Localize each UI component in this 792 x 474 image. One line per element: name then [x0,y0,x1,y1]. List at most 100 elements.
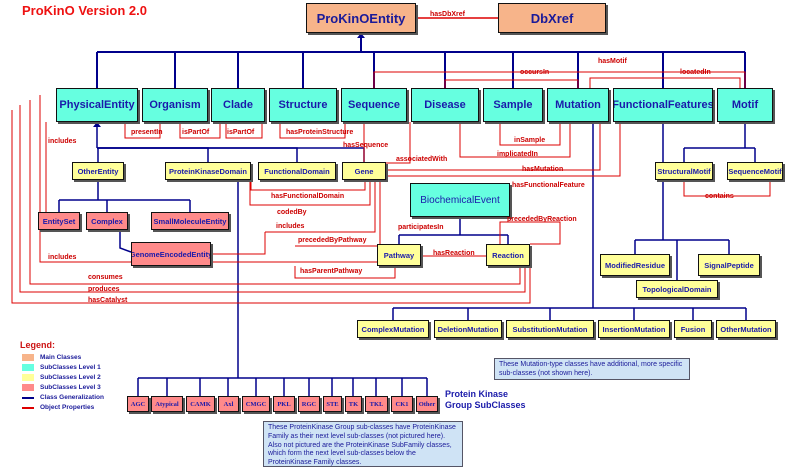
legend-object-property-line [22,406,34,409]
legend-generalization-line [22,396,34,399]
op-catalyst [11,110,531,304]
op-includes2 [265,180,376,233]
pk-group-atypical[interactable]: Atypical [151,396,183,412]
node-fusion[interactable]: Fusion [674,320,712,338]
node-deletion-mutation[interactable]: DeletionMutation [434,320,502,338]
pk-group-camk[interactable]: CAMK [186,396,215,412]
legend-generalization-text: Class Generalization [40,394,104,401]
op-assoc [386,122,411,164]
legend-generalization: Class Generalization [22,393,104,402]
node-motif[interactable]: Motif [717,88,773,122]
gen-arrow-root [357,33,365,38]
node-structure[interactable]: Structure [269,88,337,122]
legend-l1-swatch [22,364,34,371]
edge-label-implicated-in: implicatedIn [497,151,538,158]
pe-gene [97,147,365,162]
op-implicated [459,122,571,158]
node-disease[interactable]: Disease [411,88,479,122]
node-complex[interactable]: Complex [86,212,128,230]
pk-group-ste[interactable]: STE [323,396,342,412]
pk-group-axl[interactable]: Axl [218,396,239,412]
edge-label-coded-by: codedBy [277,209,307,216]
pk-group-tk[interactable]: TK [345,396,362,412]
legend-l3-swatch [22,384,34,391]
op-includes3 [39,95,377,263]
pk-group-pkl[interactable]: PKL [273,396,295,412]
edge-label-in-sample: inSample [514,137,546,144]
edge-label-has-motif: hasMotif [598,58,627,65]
op-gee [211,232,266,255]
node-entity-set[interactable]: EntitySet [38,212,80,230]
op-contains [683,180,771,197]
edge-label-has-functional-feature: hasFunctionalFeature [512,182,585,189]
edge-label-consumes: consumes [88,274,123,281]
node-clade[interactable]: Clade [211,88,265,122]
pe-fd [97,147,298,162]
edge-label-has-sequence: hasSequence [343,142,389,149]
node-insertion-mutation[interactable]: InsertionMutation [598,320,670,338]
node-sample[interactable]: Sample [483,88,543,122]
edge-label-has-mutation: hasMutation [522,166,564,173]
node-protein-kinase-domain[interactable]: ProteinKinaseDomain [165,162,251,180]
node-small-molecule-entity[interactable]: SmallMoleculeEntity [151,212,229,230]
legend-l2: SubClasses Level 2 [22,373,101,382]
node-sequence-motif[interactable]: SequenceMotif [727,162,783,180]
edge-label-preceded-by-reaction: precededByReaction [507,216,577,223]
edge-label-preceded-by-pathway: precededByPathway [298,237,367,244]
node-structural-motif[interactable]: StructuralMotif [655,162,713,180]
op-structure [279,122,346,139]
op-precededreaction [499,221,561,245]
pk-note: These ProteinKinase Group sub-classes ha… [263,421,463,467]
edge-label-presentIn: presentIn [131,129,163,136]
node-functional-features[interactable]: FunctionalFeatures [613,88,713,122]
pk-group-rgc[interactable]: RGC [298,396,320,412]
edge-label-contains: contains [705,193,734,200]
pk-group-ck1[interactable]: CK1 [391,396,413,412]
op-located [589,77,741,88]
edge-label-includes-3: includes [48,254,77,261]
node-mutation[interactable]: Mutation [547,88,609,122]
op-occurs [444,79,579,88]
edge-label-has-reaction: hasReaction [433,250,475,257]
edge-label-participates-in: participatesIn [398,224,444,231]
op-insample [499,122,561,146]
complex-gee [119,230,132,253]
edge-label-is-part-of-2: isPartOf [227,129,255,136]
node-substitution-mutation[interactable]: SubstitutionMutation [506,320,594,338]
edge-label-occurs-in: occursIn [520,69,550,76]
node-gene[interactable]: Gene [342,162,386,180]
node-pathway[interactable]: Pathway [377,244,421,266]
node-topological-domain[interactable]: TopologicalDomain [636,280,718,298]
pk-group-cmgc[interactable]: CMGC [242,396,270,412]
legend-title: Legend: [20,340,55,350]
edge-label-located-in: locatedIn [680,69,711,76]
op-motif [373,71,746,88]
edge-label-includes-2: includes [276,223,305,230]
node-modified-residue[interactable]: ModifiedResidue [600,254,670,276]
op-hasmutation [386,122,601,171]
node-physical-entity[interactable]: PhysicalEntity [56,88,138,122]
node-sequence[interactable]: Sequence [341,88,407,122]
node-other-mutation[interactable]: OtherMutation [716,320,776,338]
pk-group-other[interactable]: Other [416,396,438,412]
pk-group-agc[interactable]: AGC [127,396,149,412]
node-complex-mutation[interactable]: ComplexMutation [357,320,429,338]
legend-main-swatch [22,354,34,361]
diagram-title: ProKinO Version 2.0 [22,3,147,18]
node-biochemical-event[interactable]: BiochemicalEvent [410,183,510,217]
node-reaction[interactable]: Reaction [486,244,530,266]
node-dbxref[interactable]: DbXref [498,3,606,33]
edge-label-produces: produces [88,286,120,293]
node-organism[interactable]: Organism [142,88,208,122]
legend-object-property: Object Properties [22,403,94,412]
node-genome-encoded-entity[interactable]: GenomeEncodedEntity [131,242,211,266]
pk-group-tkl[interactable]: TKL [365,396,388,412]
pe-arrow [93,122,101,127]
node-prokino-entity[interactable]: ProKinOEntity [306,3,416,33]
node-signal-peptide[interactable]: SignalPeptide [698,254,760,276]
op-hasfd [250,180,366,191]
node-other-entity[interactable]: OtherEntity [72,162,124,180]
node-functional-domain[interactable]: FunctionalDomain [258,162,336,180]
